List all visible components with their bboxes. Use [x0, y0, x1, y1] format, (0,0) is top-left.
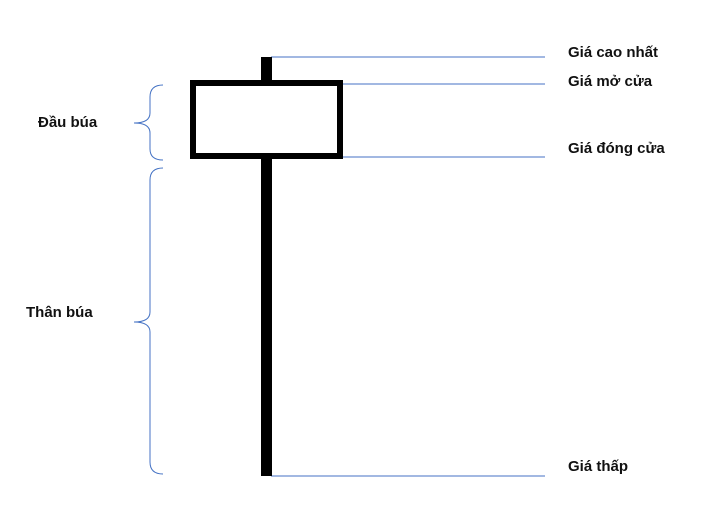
candle-upper-wick: [261, 57, 272, 83]
label-close-price: Giá đóng cửa: [568, 140, 665, 157]
brace-body: [133, 167, 164, 475]
candle-body: [190, 80, 343, 159]
candle-lower-wick: [261, 157, 272, 476]
label-high-price: Giá cao nhất: [568, 44, 659, 61]
label-hammer-head: Đầu búa: [38, 114, 98, 131]
label-open-price: Giá mở cửa: [568, 73, 653, 90]
brace-head: [133, 84, 164, 161]
label-hammer-body: Thân búa: [26, 304, 93, 321]
label-low-price: Giá thấp: [568, 458, 629, 475]
